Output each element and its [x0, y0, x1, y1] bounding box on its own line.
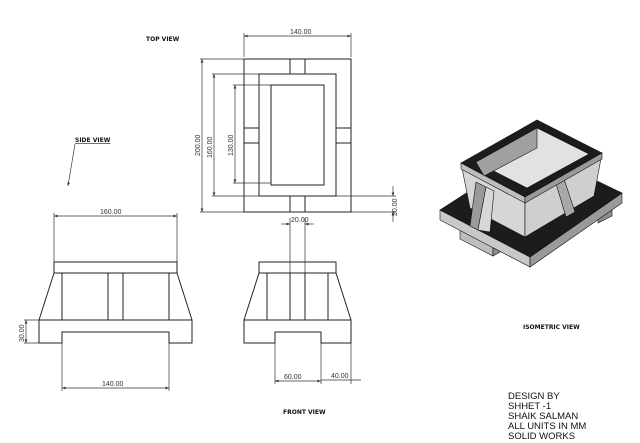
dim-text-160-side: 160.00 [100, 209, 122, 216]
front-top-band [258, 261, 337, 274]
dim-extension [243, 33, 352, 57]
iso-gusset [477, 186, 495, 233]
dim-text-160: 160.00 [207, 136, 214, 158]
side-view: SIDE VIEW 160.00 30.00 140.00 [19, 137, 193, 391]
title-line-designer: SHAIK SALMAN [508, 411, 578, 422]
dim-text-30: 30.00 [19, 324, 26, 342]
dim-extension [336, 195, 396, 213]
side-top-band [53, 261, 178, 274]
dim-text-60: 60.00 [284, 374, 302, 381]
front-walls [243, 272, 352, 321]
dim-text-20-right: 20.00 [392, 198, 399, 216]
dim-extension [274, 343, 352, 384]
title-line-units: ALL UNITS IN MM [508, 421, 586, 432]
side-walls [38, 272, 193, 321]
front-view-label: FRONT VIEW [283, 409, 326, 416]
title-line-design-by: DESIGN BY [508, 391, 560, 402]
top-outer-outline [243, 58, 352, 213]
front-base [243, 319, 352, 344]
side-view-label: SIDE VIEW [75, 137, 111, 144]
title-line-sheet: SHHET -1 [508, 401, 551, 412]
title-block: DESIGN BY SHHET -1 SHAIK SALMAN ALL UNIT… [508, 391, 586, 442]
dim-text-140-side: 140.00 [102, 381, 124, 388]
dim-text-130: 130.00 [228, 134, 235, 156]
dim-text-140: 140.00 [290, 29, 312, 36]
isometric-view-label: ISOMETRIC VIEW [523, 324, 580, 331]
iso-inner-wall [475, 127, 538, 177]
dim-text-20-bottom: 20.00 [291, 217, 309, 224]
title-line-software: SOLID WORKS [508, 431, 575, 442]
front-view: 60.00 40.00 FRONT VIEW [243, 218, 361, 416]
isometric-view: ISOMETRIC VIEW [439, 119, 623, 331]
top-view-label: TOP VIEW [146, 36, 180, 43]
dim-extension [53, 213, 178, 262]
dim-text-200: 200.00 [195, 134, 202, 156]
side-base [38, 319, 193, 344]
iso-rim-right [524, 152, 603, 204]
dim-extension [200, 58, 271, 213]
side-view-leader [67, 143, 76, 187]
top-inner-opening [270, 84, 325, 186]
dim-extension [289, 218, 306, 273]
dim-extension [24, 319, 170, 391]
top-tabs [244, 59, 351, 212]
top-frame-outline [258, 73, 337, 197]
dim-text-40: 40.00 [331, 373, 349, 380]
top-view: TOP VIEW 140.00 200.00 160.00 130.00 20.… [146, 29, 399, 226]
